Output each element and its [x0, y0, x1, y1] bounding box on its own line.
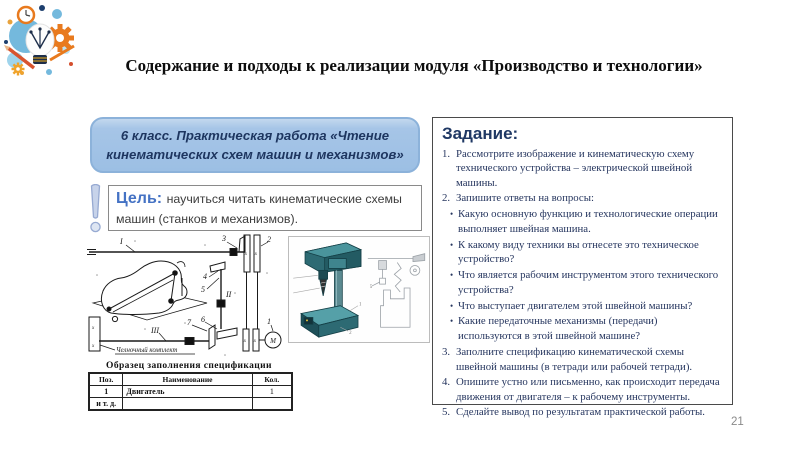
scheme-label-7: 7: [187, 318, 192, 327]
task-item-4: 4.Опишите устно или письменно, как проис…: [442, 376, 720, 403]
spec-cell: 1: [88, 385, 124, 398]
scheme-label-shaft-I: I: [119, 237, 123, 246]
task-bullet: •Какую основную функцию и технологически…: [450, 208, 718, 235]
scheme-label-3: 3: [221, 234, 226, 243]
spec-cell: 1: [251, 385, 293, 398]
svg-text:1: 1: [359, 303, 362, 308]
goal-label: Цель:: [116, 190, 163, 207]
task-item-3: 3.Заполните спецификацию кинематической …: [442, 346, 693, 373]
lesson-header-text: 6 класс. Практическая работа «Чтение кин…: [106, 127, 404, 162]
bulb-icon: [25, 23, 55, 64]
task-panel: Задание: 1.Рассмотрите изображение и кин…: [432, 117, 733, 418]
task-bullet: •Что выступает двигателем этой швейной м…: [450, 299, 693, 312]
task-item-5: 5.Сделайте вывод по результатам практиче…: [442, 406, 705, 419]
scheme-label-6: 6: [201, 315, 205, 324]
slide-title: Содержание и подходы к реализации модуля…: [125, 56, 703, 75]
task-panel-title: Задание:: [442, 124, 519, 143]
page-number: 21: [731, 416, 744, 428]
small-gear-icon: [11, 62, 25, 76]
svg-text:x: x: [254, 252, 258, 257]
svg-text:x: x: [244, 252, 248, 257]
lesson-header-box: 6 класс. Практическая работа «Чтение кин…: [90, 117, 420, 173]
spec-table-row: и т. д.: [88, 397, 293, 411]
scheme-label-motor-num: 1: [267, 317, 271, 326]
svg-text:x: x: [243, 339, 247, 344]
svg-text:x: x: [253, 339, 257, 344]
svg-text:x: x: [91, 344, 95, 349]
task-bullet: •Что является рабочим инструментом этого…: [450, 269, 719, 296]
spec-table-caption: Образец заполнения спецификации: [106, 361, 272, 371]
scheme-label-shaft-III: III: [150, 326, 159, 335]
sewing-machine-kinematic-scheme: I 3 2 4 5 II 6 7 III 1 М x x x x x x Челноч…: [87, 234, 282, 356]
lightbulb-logo: [4, 5, 75, 76]
spec-col-header: Наименование: [122, 372, 253, 386]
task-item-2-bullets: •Какую основную функцию и технологически…: [442, 207, 723, 343]
svg-text:x: x: [91, 326, 95, 331]
spec-cell: [122, 397, 253, 411]
task-item-2: 2.Запишите ответы на вопросы:: [442, 192, 594, 205]
task-item-1: 1.Рассмотрите изображение и кинематическ…: [442, 148, 695, 189]
spec-cell: и т. д.: [88, 397, 124, 411]
scheme-label-4: 4: [203, 272, 207, 281]
task-bullet: •К какому виду техники вы отнесете это т…: [450, 238, 699, 266]
goal-text: научиться читать кинематические схемы ма…: [116, 192, 402, 226]
drill-press-illustration: 1 2 5: [293, 242, 426, 338]
spec-col-header: Поз.: [88, 372, 124, 386]
scheme-label-shaft-II: II: [225, 290, 232, 299]
scheme-handwritten-label: Челночный комплект: [116, 347, 177, 354]
pencil-icon: [4, 44, 75, 70]
spec-col-header: Кол.: [251, 372, 293, 386]
scheme-label-5: 5: [201, 285, 205, 294]
spec-cell: [251, 397, 293, 411]
svg-text:5: 5: [370, 285, 373, 290]
goal-box: Цель: научиться читать кинематические сх…: [108, 185, 422, 231]
exclamation-icon: [90, 184, 101, 233]
scheme-motor-symbol: М: [269, 337, 277, 345]
svg-text:2: 2: [349, 331, 352, 336]
scheme-label-2: 2: [267, 235, 271, 244]
clock-icon: [16, 5, 36, 25]
drill-press-figure: 1 2 5: [288, 236, 430, 343]
spec-cell: Двигатель: [122, 385, 253, 398]
task-bullet: •Какие передаточные механизмы (передачи)…: [450, 315, 658, 342]
task-list: 1.Рассмотрите изображение и кинематическ…: [442, 147, 723, 420]
gear-icon: [46, 24, 74, 52]
